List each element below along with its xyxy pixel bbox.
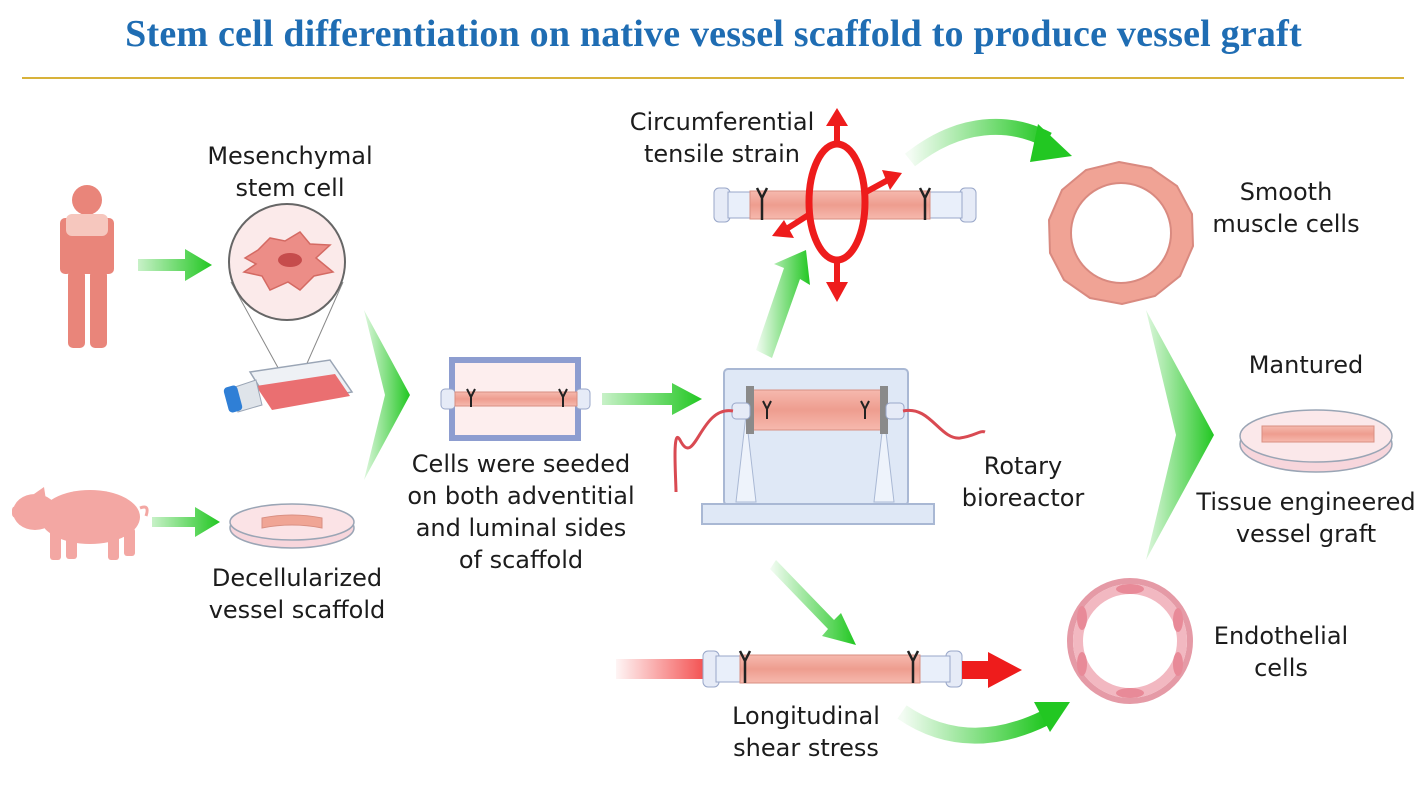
- pig-icon: [12, 487, 149, 560]
- title-divider: [22, 77, 1404, 79]
- merge-chevron-icon: [364, 310, 410, 480]
- arrow-to-smc-icon: [905, 118, 1052, 167]
- human-icon: [60, 185, 114, 348]
- arrow-to-strain-icon: [756, 250, 810, 358]
- smooth-muscle-ring-icon: [1047, 160, 1195, 306]
- arrow-to-shear-icon: [770, 560, 856, 645]
- arrow-to-endothelial-icon: [897, 705, 1049, 744]
- arrow-human-to-msc-icon: [138, 249, 212, 281]
- culture-flask-icon: [223, 359, 354, 413]
- endothelial-ring-icon: [1067, 578, 1193, 704]
- rotary-bioreactor-icon: [673, 368, 986, 525]
- maturation-chevron-icon: [1146, 310, 1214, 560]
- arrow-to-bioreactor-icon: [602, 383, 702, 415]
- seeded-scaffold-icon: [440, 357, 591, 441]
- page-title: Stem cell differentiation on native vess…: [125, 13, 1302, 55]
- msc-cell-icon: [228, 203, 346, 396]
- scaffold-dish-icon: [229, 503, 355, 549]
- arrow-pig-to-scaffold-icon: [152, 507, 220, 537]
- shear-tube-icon: [616, 650, 1022, 688]
- matured-graft-dish-icon: [1239, 409, 1393, 473]
- label-matured: Mantured: [1248, 351, 1364, 379]
- tensile-force-icon: [772, 108, 902, 302]
- strain-tube-icon: [713, 187, 977, 223]
